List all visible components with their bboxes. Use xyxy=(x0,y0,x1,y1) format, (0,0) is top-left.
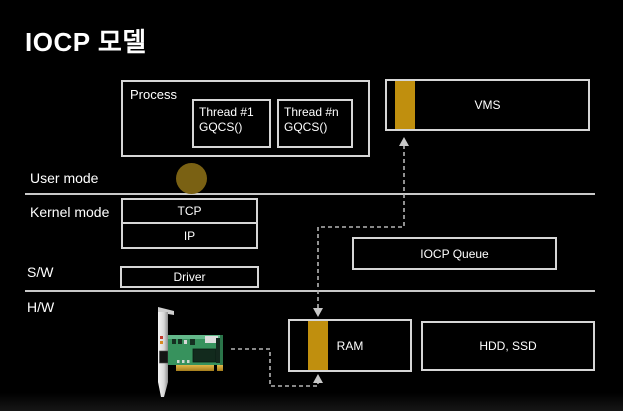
iocp-queue-box: IOCP Queue xyxy=(352,237,557,270)
hdd-ssd-box: HDD, SSD xyxy=(421,321,595,371)
iocp-queue-box-label: IOCP Queue xyxy=(420,246,489,261)
slide-bottom-gradient xyxy=(0,393,623,411)
thread-n-box: Thread #n GQCS() xyxy=(277,99,353,148)
vms-page-bar xyxy=(395,81,415,129)
arrow-ram-to-vms xyxy=(317,146,405,308)
ip-box-label: IP xyxy=(183,228,196,243)
vms-box: VMS xyxy=(385,79,590,131)
tcp-box-label: TCP xyxy=(177,204,202,218)
driver-box-label: Driver xyxy=(173,270,206,284)
driver-box: Driver xyxy=(120,266,259,288)
user-mode-label: User mode xyxy=(30,170,99,186)
tcp-box: TCP xyxy=(121,198,258,224)
ip-box: IP xyxy=(121,222,258,249)
network-card-icon xyxy=(158,307,223,397)
vms-box-label: VMS xyxy=(474,98,501,112)
thread1-text: Thread #1 GQCS() xyxy=(199,105,254,134)
arrowhead-down-into-ram xyxy=(313,308,323,317)
thread1-box: Thread #1 GQCS() xyxy=(192,99,271,148)
sw-hw-divider xyxy=(25,290,595,292)
completion-port-circle xyxy=(176,163,207,194)
sw-label: S/W xyxy=(27,264,54,280)
thread-n-text: Thread #n GQCS() xyxy=(284,105,339,134)
ram-box-label: RAM xyxy=(336,338,364,353)
arrowhead-up-into-ram xyxy=(313,374,323,383)
ram-box: RAM xyxy=(288,319,412,372)
hdd-ssd-box-label: HDD, SSD xyxy=(479,339,537,353)
page-title: IOCP 모델 xyxy=(25,27,147,57)
user-kernel-divider xyxy=(25,193,595,195)
kernel-mode-label: Kernel mode xyxy=(30,204,110,220)
hw-label: H/W xyxy=(27,299,55,315)
arrowhead-up-into-vms xyxy=(399,137,409,146)
ram-buffer-bar xyxy=(308,321,328,370)
process-box-label: Process xyxy=(130,87,177,102)
